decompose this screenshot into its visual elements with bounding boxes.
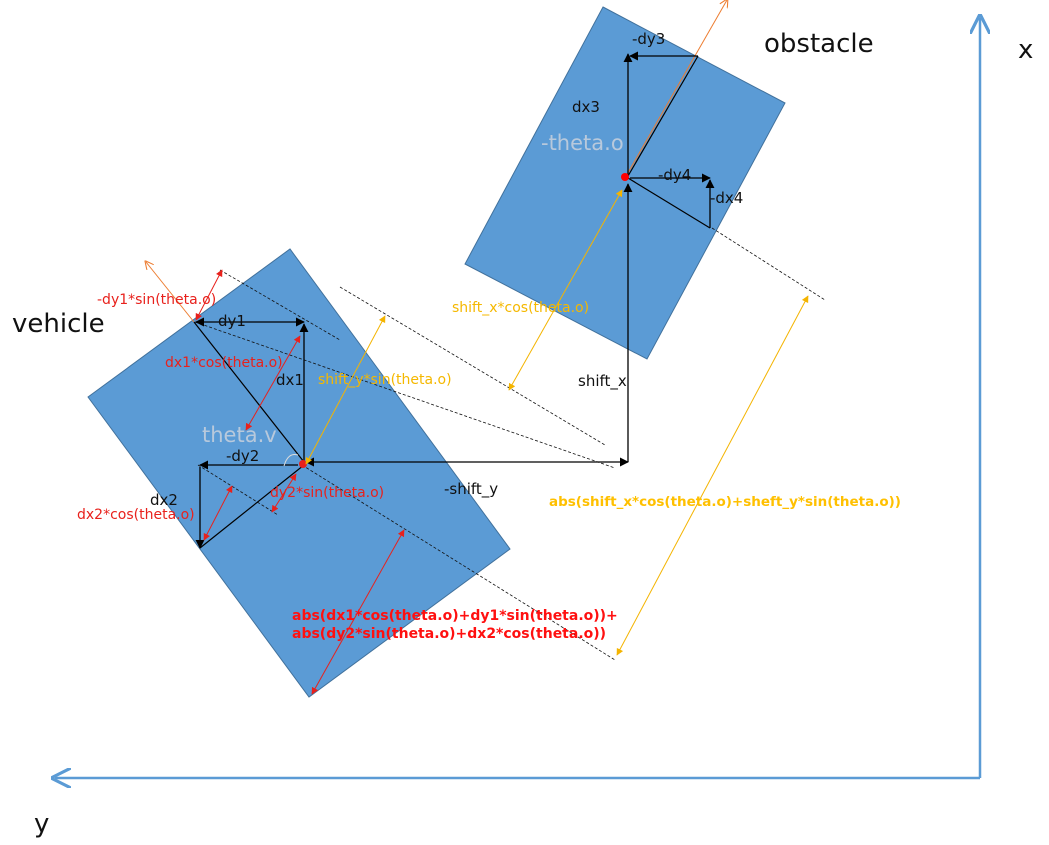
dy1-sin-label: -dy1*sin(theta.o) [97,292,216,308]
dashed-line [197,464,279,516]
shift-y-label: -shift_y [444,480,498,499]
shift-y-sin-label: shift_y*sin(theta.o) [318,372,452,388]
obstacle-center-dot [621,173,629,181]
shift-x-cos-label: shift_x*cos(theta.o) [452,300,589,316]
dx1-cos-label: dx1*cos(theta.o) [165,355,283,371]
dx2-cos-label: dx2*cos(theta.o) [77,507,195,523]
abs-vehicle-line2: abs(dy2*sin(theta.o)+dx2*cos(theta.o)) [292,626,606,642]
dashed-line [194,321,616,469]
dx2-label: dx2 [150,491,178,509]
dx4-label: -dx4 [710,189,743,207]
obstacle-heading-line [624,0,727,179]
vehicle-label: vehicle [12,309,105,339]
theta-o-label: -theta.o [541,131,624,155]
dy2-sin-label: dy2*sin(theta.o) [270,485,384,501]
dx2-cos-arrow [203,485,233,541]
dx1-cos-arrow [245,335,301,431]
obstacle-diag-line [627,55,699,177]
shift-y-sin-arrow [305,315,386,465]
vehicle-rect [87,248,511,698]
dy2-label: -dy2 [226,447,259,465]
obstacle-label: obstacle [764,29,874,59]
dx3-label: dx3 [572,98,600,116]
shift-x-label: shift_x [578,372,627,391]
abs-shift-label: abs(shift_x*cos(theta.o)+sheft_y*sin(the… [549,494,901,510]
dy1-label: dy1 [218,312,246,330]
dy1-sin-arrow [195,269,223,321]
dashed-line [711,227,826,301]
y-axis-label: y [34,809,49,839]
abs-vehicle-line1: abs(dx1*cos(theta.o)+dy1*sin(theta.o))+ [292,608,618,624]
dy4-label: -dy4 [658,166,691,184]
x-axis-label: x [1018,35,1033,65]
obstacle-diag-line [627,177,711,229]
dx1-label: dx1 [276,371,304,389]
dashed-line [301,464,616,661]
vehicle-center-dot [299,460,307,468]
vehicle-heading-line [146,262,195,323]
shift-x-cos-arrow [508,189,623,391]
vehicle-sum-arrow [311,529,405,695]
theta-v-label: theta.v [202,423,277,447]
theta-v-arc [283,454,299,467]
abs-shift-arrow [616,295,809,656]
dy3-label: -dy3 [632,30,665,48]
dashed-line [339,286,606,446]
dy2-sin-arrow [271,473,297,513]
